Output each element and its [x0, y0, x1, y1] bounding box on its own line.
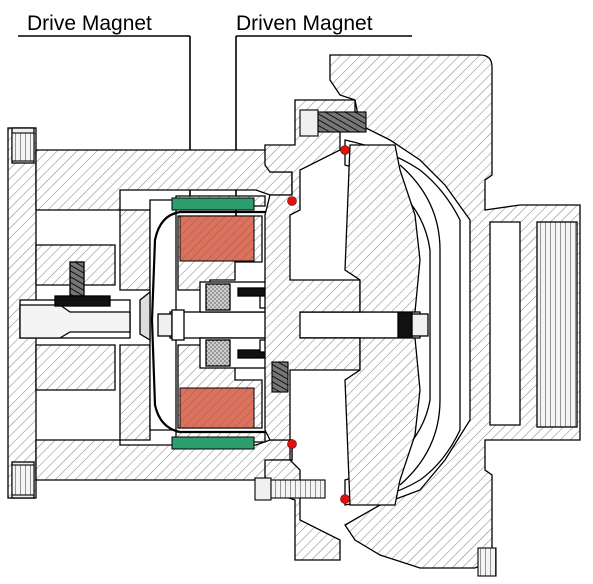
drive-magnet-bottom: [171, 436, 255, 450]
bolt-top-casing: [299, 109, 319, 137]
pump-volute-casing: [329, 54, 581, 569]
bolt-bottom-right: [477, 547, 497, 577]
driven-magnet-top: [179, 215, 255, 262]
o-ring-1: [340, 145, 350, 155]
o-ring-seals: [287, 145, 350, 504]
bearing-top-left: [205, 283, 231, 311]
driven-magnet-label: Driven Magnet: [236, 12, 373, 35]
bolt-top-left-flange: [11, 132, 35, 162]
o-ring-4: [340, 494, 350, 504]
bolts: [11, 109, 497, 577]
o-ring-2: [287, 196, 297, 206]
drive-magnet-label: Drive Magnet: [27, 12, 152, 35]
discharge-thread: [536, 221, 578, 428]
drive-magnet-top: [171, 197, 255, 211]
motor-coupling-hub: [19, 244, 131, 391]
impeller: [344, 144, 441, 506]
rear-casing: [264, 99, 361, 561]
bolt-bottom-left-flange: [11, 464, 35, 496]
o-ring-3: [287, 439, 297, 449]
bolt-bottom-casing: [254, 477, 272, 501]
bolt-top-casing-thread: [317, 111, 367, 133]
bearing-bottom-left: [205, 339, 231, 367]
bolt-bottom-casing-thread: [270, 479, 326, 499]
spring-lower: [271, 361, 289, 393]
containment-shell: [150, 210, 268, 434]
driven-magnet-bottom: [179, 387, 255, 429]
